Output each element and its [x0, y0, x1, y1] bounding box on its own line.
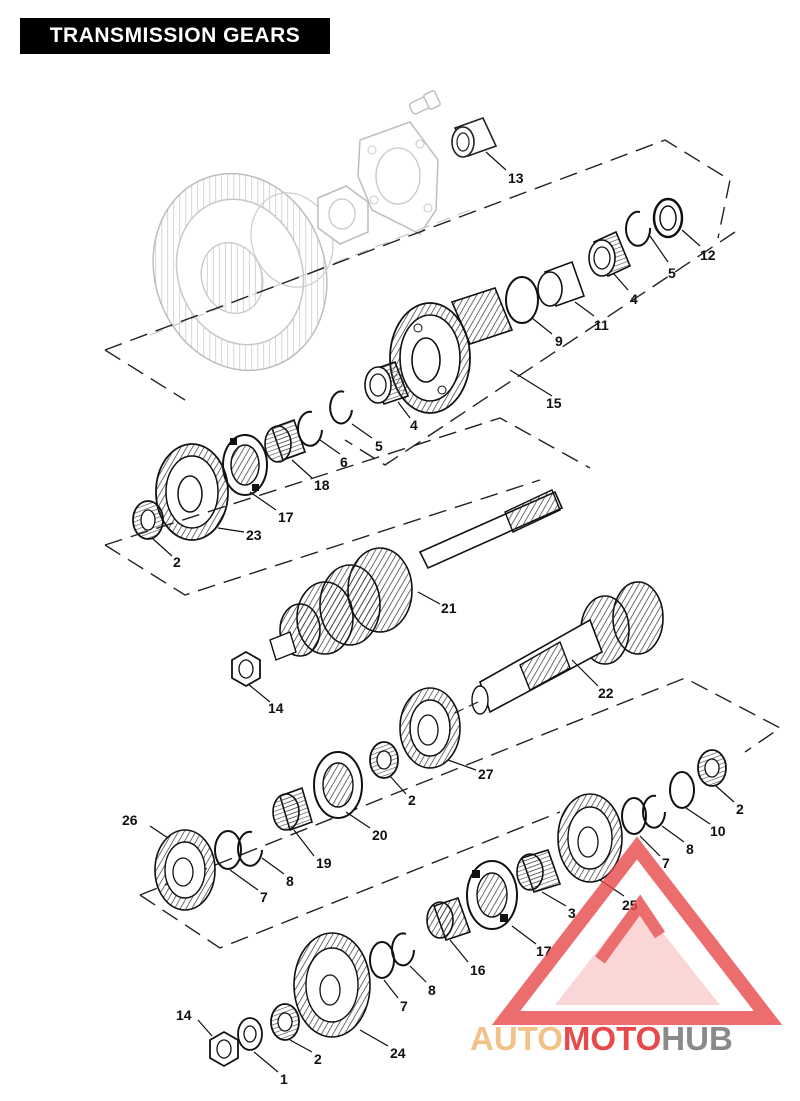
callout-21: 21	[441, 600, 457, 616]
callout-24: 24	[390, 1045, 406, 1061]
part-10-washer	[669, 771, 695, 809]
diagram-title: TRANSMISSION GEARS	[49, 24, 301, 47]
callout-11: 11	[594, 317, 609, 333]
callout-5: 5	[375, 438, 383, 454]
callout-19: 19	[316, 855, 332, 871]
part-1-washer	[237, 1017, 263, 1051]
callout-14: 14	[176, 1007, 192, 1023]
callout-22: 22	[598, 685, 614, 701]
callout-3: 3	[568, 905, 576, 921]
bracket-23	[104, 417, 591, 596]
part-2-bearing-a	[132, 500, 164, 540]
part-8-ring-c	[391, 932, 415, 967]
faint-clutch-hub	[152, 172, 334, 372]
callout-14: 14	[268, 700, 284, 716]
part-17-dog-ring-a	[222, 434, 268, 496]
part-5-retaining-ring-a	[625, 210, 652, 247]
part-24-gear	[293, 932, 371, 1038]
callout-4: 4	[410, 417, 418, 433]
part-21-mainshaft	[269, 489, 564, 661]
part-2-bearing-c	[697, 749, 727, 787]
callout-26: 26	[122, 812, 138, 828]
part-26-gear	[154, 829, 216, 911]
part-23-gear	[155, 443, 229, 541]
faint-nut	[317, 185, 369, 245]
callout-7: 7	[400, 998, 408, 1014]
callout-8: 8	[686, 841, 694, 857]
part-2-bearing-d	[270, 1003, 300, 1041]
faint-bolt	[408, 90, 441, 115]
callout-2: 2	[314, 1051, 322, 1067]
watermark-text: AUTOMOTOHUB	[470, 1020, 733, 1057]
callout-8: 8	[428, 982, 436, 998]
part-19-bearing	[272, 786, 313, 832]
part-25-gear	[557, 793, 623, 883]
part-16-sleeve	[426, 896, 472, 942]
callout-9: 9	[555, 333, 563, 349]
leader-lines	[149, 151, 735, 1073]
callout-8: 8	[286, 873, 294, 889]
callout-23: 23	[246, 527, 262, 543]
callout-7: 7	[260, 889, 268, 905]
callout-18: 18	[314, 477, 330, 493]
title-bar: TRANSMISSION GEARS	[20, 18, 330, 54]
callout-16: 16	[470, 962, 486, 978]
bracket-lower	[139, 677, 782, 949]
callout-2: 2	[173, 554, 181, 570]
part-20-dog-ring	[313, 751, 363, 819]
faint-plate	[357, 121, 439, 235]
callout-15: 15	[546, 395, 562, 411]
callout-5: 5	[668, 265, 676, 281]
callout-10: 10	[710, 823, 726, 839]
part-7-ring-c	[369, 941, 395, 979]
part-18-bearing	[264, 418, 307, 463]
part-4-needle-bearing-b	[364, 360, 410, 406]
callout-12: 12	[700, 247, 716, 263]
part-22-countershaft	[471, 581, 664, 715]
callout-17: 17	[278, 509, 294, 525]
part-11-sleeve	[537, 260, 586, 308]
part-17-dog-ring-b	[466, 860, 518, 930]
callout-2: 2	[736, 801, 744, 817]
part-12-seal	[652, 197, 684, 239]
part-7-ring-b	[621, 797, 647, 835]
callout-1: 1	[280, 1071, 288, 1087]
bracket-15	[104, 139, 736, 466]
part-9-o-ring	[505, 276, 539, 324]
part-3-bearing	[516, 849, 562, 893]
part-14-nut-a	[231, 650, 261, 688]
callout-20: 20	[372, 827, 388, 843]
part-15-main-drive-gear	[389, 287, 514, 414]
callout-27: 27	[478, 766, 494, 782]
callout-2: 2	[408, 792, 416, 808]
part-8-ring-a	[237, 830, 263, 867]
callout-7: 7	[662, 855, 670, 871]
part-2-bearing-b	[369, 741, 399, 779]
callout-13: 13	[508, 170, 524, 186]
part-27-gear	[399, 687, 461, 769]
part-13-bushing	[451, 117, 498, 158]
part-7-ring-a	[214, 830, 242, 870]
callout-4: 4	[630, 291, 638, 307]
part-5-retaining-ring-b	[329, 390, 353, 425]
part-14-nut-b	[209, 1030, 239, 1068]
watermark-logo	[491, 836, 783, 1025]
part-4-needle-bearing-a	[588, 230, 632, 278]
callout-6: 6	[340, 454, 348, 470]
faint-centerline	[149, 209, 471, 336]
